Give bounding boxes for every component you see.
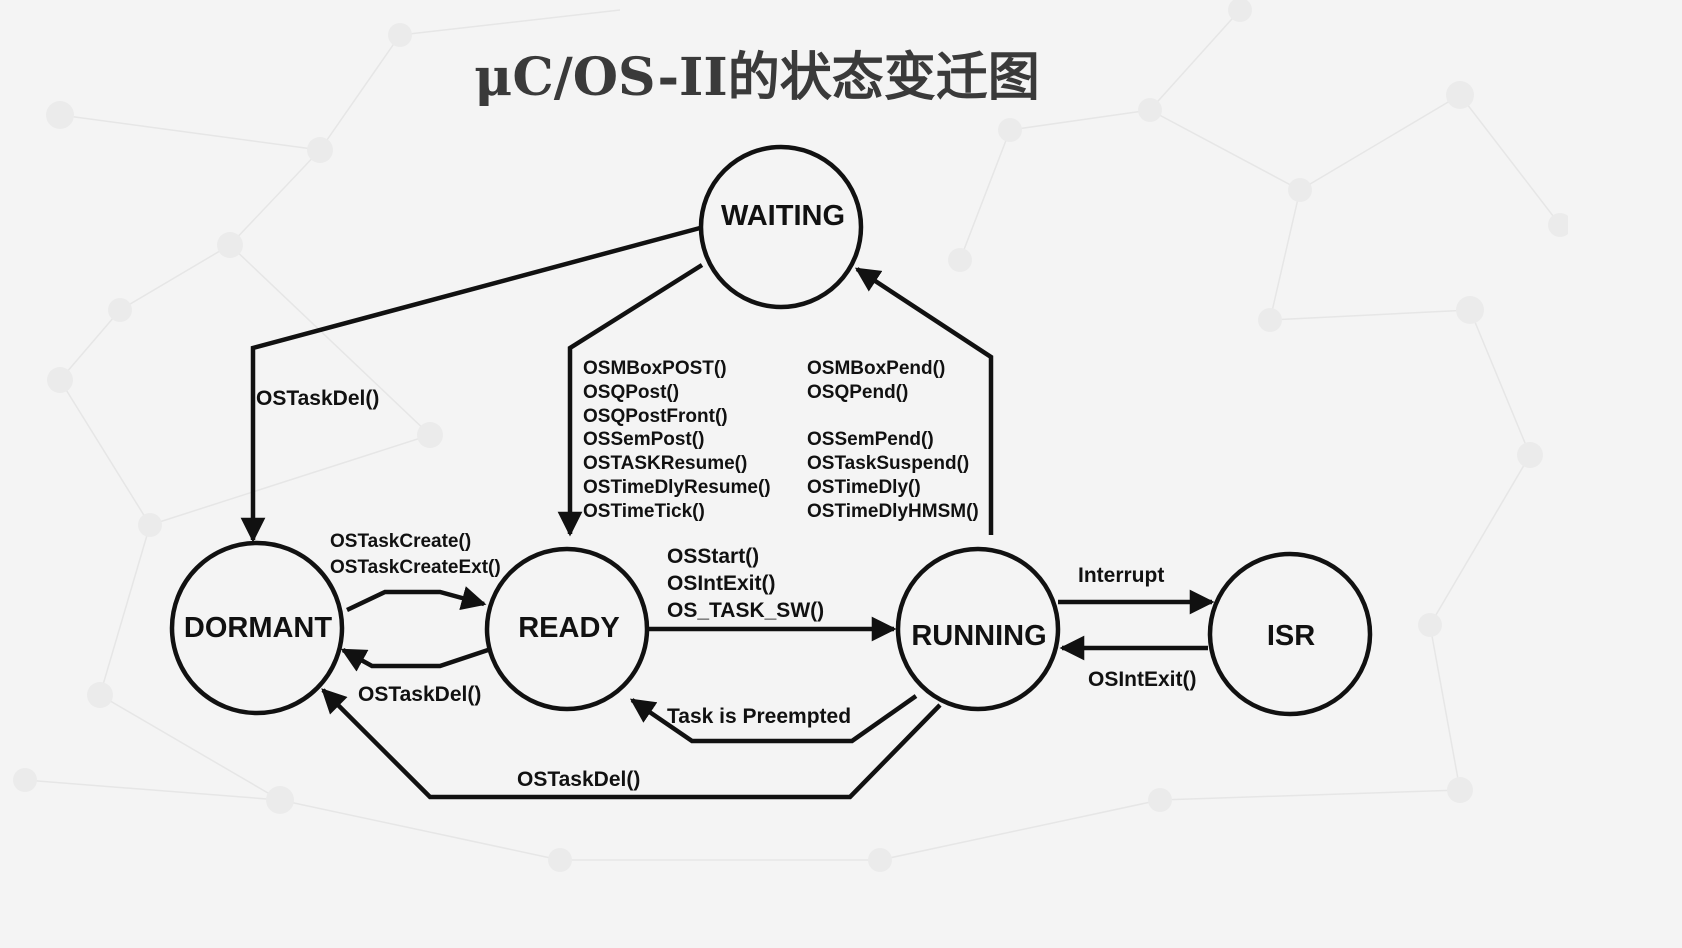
label-waiting-to-ready-1: OSQPost() (583, 382, 679, 403)
label-dormant-to-ready-1: OSTaskCreateExt() (330, 557, 501, 578)
label-ready-to-running-0: OSStart() (667, 545, 759, 568)
label-running-to-ready: Task is Preempted (667, 705, 851, 728)
label-running-to-waiting-3: OSTaskSuspend() (807, 453, 969, 474)
state-isr: ISR (1207, 551, 1373, 717)
edge-waiting-to-ready (557, 263, 704, 537)
state-ready: READY (484, 546, 650, 712)
state-running-label: RUNNING (911, 620, 1046, 652)
edge-ready-to-dormant (340, 647, 489, 672)
state-ready-label: READY (518, 612, 620, 644)
label-running-to-waiting-0: OSMBoxPend() (807, 358, 945, 379)
edge-running-to-ready (629, 694, 918, 744)
label-running-to-waiting-1: OSQPend() (807, 382, 908, 403)
label-waiting-to-ready-3: OSSemPost() (583, 429, 704, 450)
label-waiting-to-dormant: OSTaskDel() (256, 387, 379, 410)
label-running-to-dormant: OSTaskDel() (517, 768, 640, 791)
label-ready-to-running-1: OSIntExit() (667, 572, 776, 595)
label-dormant-to-ready-0: OSTaskCreate() (330, 531, 471, 552)
edge-running-to-waiting (854, 267, 994, 535)
label-waiting-to-ready-4: OSTASKResume() (583, 453, 747, 474)
label-running-to-waiting-4: OSTimeDly() (807, 477, 921, 498)
state-running: RUNNING (895, 546, 1061, 712)
label-waiting-to-ready-6: OSTimeTick() (583, 501, 705, 522)
edge-running-to-dormant (321, 688, 942, 800)
diagram-title: μC/OS-II的状态变迁图 (474, 47, 1039, 108)
labels-ready-to-running: OSStart() OSIntExit() OS_TASK_SW() (667, 545, 824, 622)
label-waiting-to-ready-5: OSTimeDlyResume() (583, 477, 771, 498)
edge-dormant-to-ready (346, 586, 487, 613)
background-network (13, 0, 1568, 872)
edge-waiting-to-dormant (240, 225, 701, 543)
label-running-to-isr: Interrupt (1078, 564, 1164, 587)
state-diagram: μC/OS-II的状态变迁图 WAITING DORMANT READY RUN… (13, 0, 1568, 872)
label-waiting-to-ready-0: OSMBoxPOST() (583, 358, 727, 379)
labels-dormant-to-ready: OSTaskCreate() OSTaskCreateExt() (330, 531, 501, 578)
label-waiting-to-ready-2: OSQPostFront() (583, 406, 728, 427)
state-waiting-label: WAITING (721, 200, 845, 232)
state-isr-label: ISR (1267, 620, 1315, 652)
state-waiting: WAITING (698, 144, 864, 310)
state-dormant: DORMANT (169, 540, 345, 716)
label-ready-to-running-2: OS_TASK_SW() (667, 599, 824, 622)
label-running-to-waiting-2: OSSemPend() (807, 429, 934, 450)
label-running-to-waiting-5: OSTimeDlyHMSM() (807, 501, 979, 522)
labels-waiting-to-ready: OSMBoxPOST() OSQPost() OSQPostFront() OS… (583, 358, 771, 522)
diagram-canvas: μC/OS-II的状态变迁图 WAITING DORMANT READY RUN… (13, 0, 1568, 872)
labels-running-to-waiting: OSMBoxPend() OSQPend() OSSemPend() OSTas… (807, 358, 979, 522)
state-dormant-label: DORMANT (184, 612, 332, 644)
label-isr-to-running: OSIntExit() (1088, 668, 1197, 691)
label-ready-to-dormant: OSTaskDel() (358, 683, 481, 706)
